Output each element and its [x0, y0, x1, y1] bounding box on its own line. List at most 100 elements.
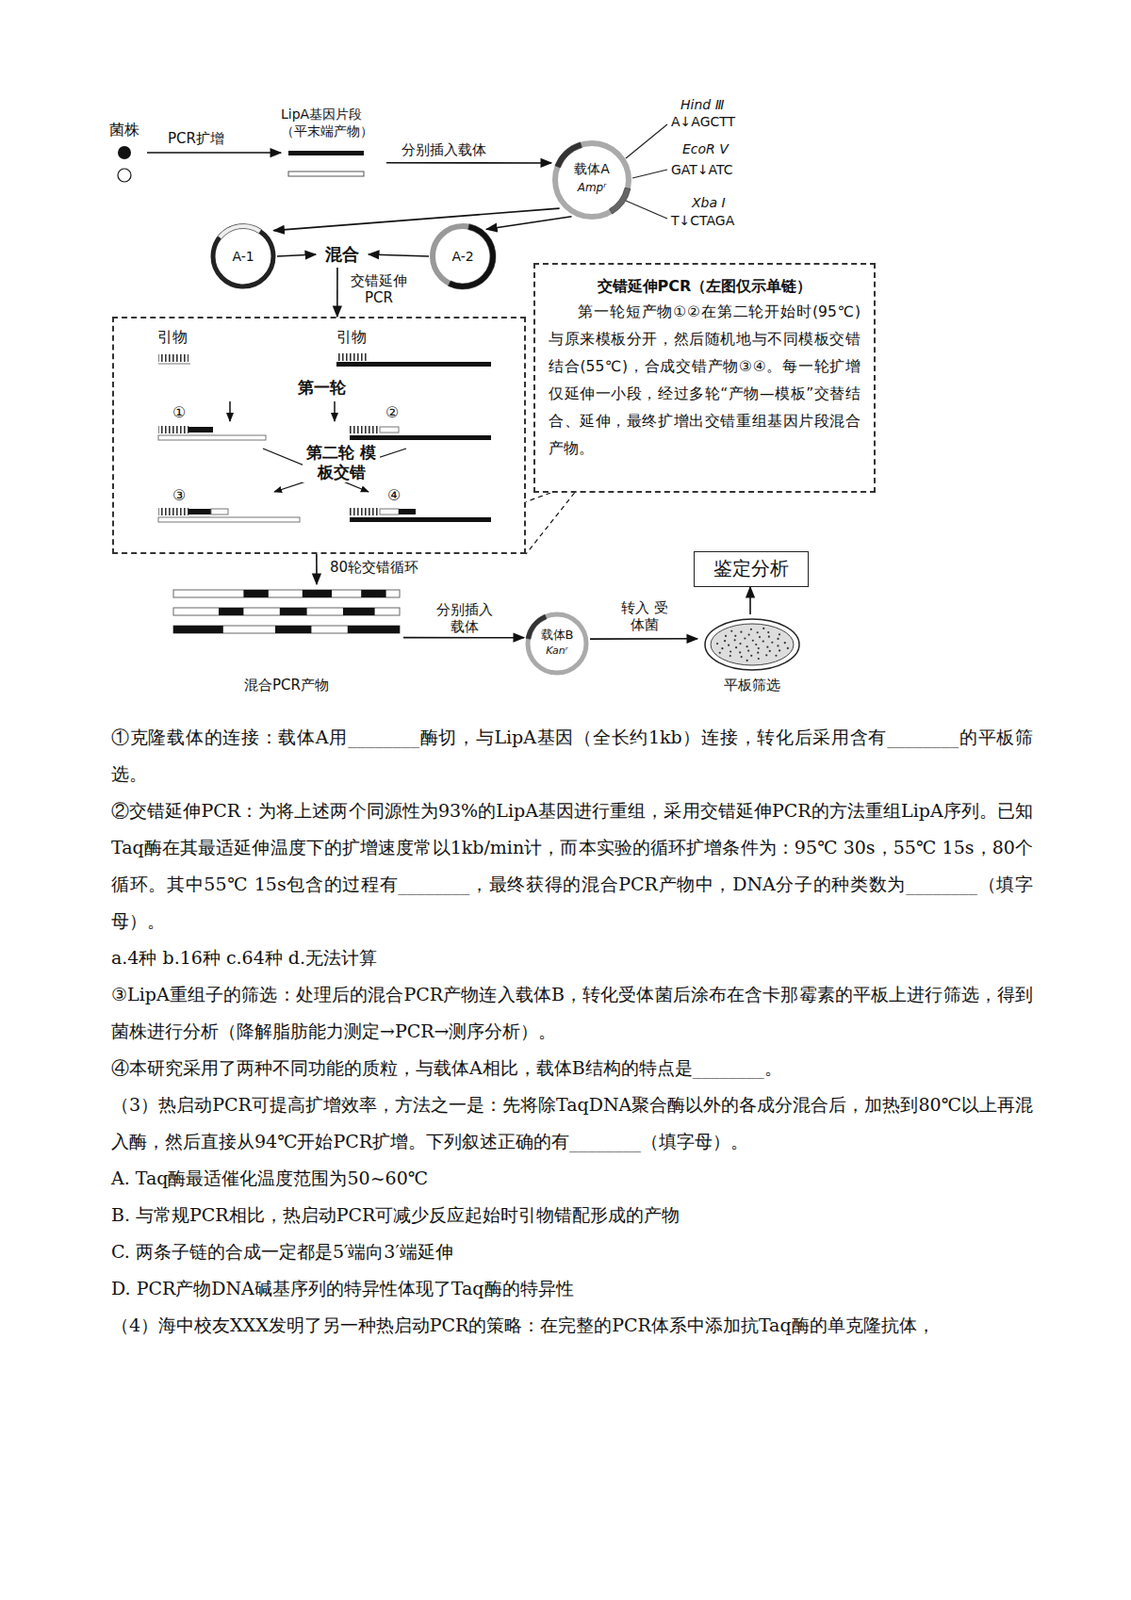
node-text: A-1 — [231, 248, 254, 264]
plate-rim — [704, 619, 800, 671]
question-text: （4）海中校友XXX发明了另一种热启动PCR的策略：在完整的PCR体系中添加抗T… — [111, 1307, 1033, 1345]
node-text: ④ — [387, 486, 401, 505]
node-text: LipA基因片段（平末端产物） — [280, 105, 387, 140]
colony — [757, 657, 760, 660]
colony — [768, 636, 771, 639]
colony — [767, 631, 770, 634]
flow-arrow — [147, 151, 281, 154]
node-text: 载体B — [540, 627, 574, 643]
plate-medium — [710, 623, 794, 666]
restriction-site-label: Xba I — [691, 195, 726, 211]
question-text: B. 与常规PCR相比，热启动PCR可减少反应起始时引物错配形成的产物 — [111, 1196, 1033, 1234]
colony — [769, 650, 771, 653]
question-text: ④本研究采用了两种不同功能的质粒，与载体A相比，载体B结构的特点是_______… — [111, 1049, 1033, 1087]
colony — [716, 642, 719, 645]
bar-segment — [275, 625, 312, 634]
plasmid-circle: A-2 — [428, 222, 497, 291]
colony — [752, 639, 754, 642]
mixed-pcr-products: 混合PCR产物 — [169, 584, 404, 696]
arrow-label: 分别插入 载体 — [431, 601, 498, 636]
question-text: A. Taq酶最适催化温度范围为50~60℃ — [111, 1160, 1033, 1197]
question-text: a.4种 b.16种 c.64种 d.无法计算 — [111, 939, 1033, 977]
question-text: D. PCR产物DNA碱基序列的特异性体现了Taq酶的特异性 — [111, 1270, 1033, 1308]
colony — [762, 639, 765, 642]
colony — [729, 655, 732, 657]
node-text: 鉴定分析 — [694, 552, 808, 586]
arrow-label: PCR扩增 — [165, 130, 227, 148]
question-text: ①克隆载体的连接：载体A用________酶切，与LipA基因（全长约1kb）连… — [111, 719, 1033, 793]
node-text: ③ — [172, 486, 186, 505]
arrow-label: 分别插入载体 — [399, 141, 489, 159]
node-text: 混合PCR产物 — [244, 674, 329, 696]
colony — [721, 647, 723, 650]
colony — [729, 650, 732, 653]
colony — [727, 644, 730, 647]
dna-bar — [288, 150, 364, 156]
flow-arrow — [273, 208, 559, 231]
plasmid-segment — [448, 224, 496, 290]
question-text: C. 两条子链的合成一定都是5′端向3′端延伸 — [111, 1233, 1033, 1271]
flow-arrow — [749, 587, 752, 615]
strain-dot — [117, 168, 132, 182]
node-text: 菌株 — [109, 120, 148, 140]
flow-arrow — [590, 638, 698, 640]
colony — [765, 654, 768, 656]
colony — [746, 659, 749, 662]
strain-group: 菌株 — [109, 120, 148, 187]
plasmid-segment — [609, 187, 631, 214]
colony — [746, 645, 749, 648]
restriction-site-label: T↓CTAGA — [671, 213, 735, 229]
explanation-callout: 交错延伸PCR（左图仅示单链）第一轮短产物①②在第二轮开始时(95℃)与原来模板… — [533, 262, 876, 493]
bar-segment — [302, 590, 332, 598]
colony — [750, 655, 753, 657]
vector-circle: 载体BKanʳ — [524, 610, 591, 677]
colony — [730, 630, 733, 633]
colony — [766, 646, 769, 649]
colony — [739, 631, 742, 634]
gene-fragment: LipA基因片段（平末端产物） — [280, 105, 387, 183]
strand-illustration — [158, 353, 492, 523]
node-text: 载体A — [573, 160, 610, 178]
colony — [750, 628, 753, 631]
recombinant-bar — [173, 607, 400, 616]
bar-segment — [279, 607, 308, 616]
colony — [735, 646, 738, 649]
callout-leader — [525, 492, 575, 555]
node-text: 引物 — [157, 327, 188, 348]
colony — [724, 635, 727, 638]
flow-arrow — [386, 162, 552, 164]
node-text: A-2 — [451, 248, 474, 264]
arrow-label: 80轮交错循环 — [327, 558, 421, 576]
node-shape — [524, 610, 591, 677]
restriction-site-label: A↓AGCTT — [671, 114, 736, 130]
restriction-site-label: GAT↓ATC — [671, 162, 734, 178]
node-text: ① — [172, 403, 186, 422]
colony — [738, 651, 741, 654]
arrow-label: 转入 受体菌 — [618, 599, 672, 634]
colony — [762, 627, 765, 630]
restriction-site-label: Hind Ⅲ — [680, 97, 724, 113]
colony — [756, 652, 759, 655]
colony — [754, 643, 757, 646]
node-text: Kanʳ — [545, 644, 568, 657]
callout-leader — [525, 492, 551, 503]
question-text: （3）热启动PCR可提高扩增效率，方法之一是：先将除TaqDNA聚合酶以外的各成… — [111, 1086, 1033, 1161]
colony — [774, 655, 777, 657]
flow-arrow — [315, 554, 318, 585]
node-text: ② — [385, 403, 399, 422]
colony — [734, 635, 737, 638]
colony — [770, 641, 773, 644]
node-text: 平板筛选 — [723, 674, 781, 696]
culture-plate: 平板筛选 — [697, 614, 807, 696]
colony — [756, 631, 759, 634]
bar-segment — [243, 590, 268, 598]
plasmid-segment — [217, 223, 263, 239]
colony — [723, 639, 726, 642]
pcr-process-panel: 引物引物①第一轮②第二轮 模板交错③④ — [112, 316, 526, 555]
colony — [738, 642, 741, 645]
node-text: 交错延伸PCR（左图仅示单链） — [548, 274, 861, 299]
strain-dot — [117, 146, 132, 160]
colony — [719, 652, 722, 655]
recombinant-bar — [173, 625, 400, 634]
